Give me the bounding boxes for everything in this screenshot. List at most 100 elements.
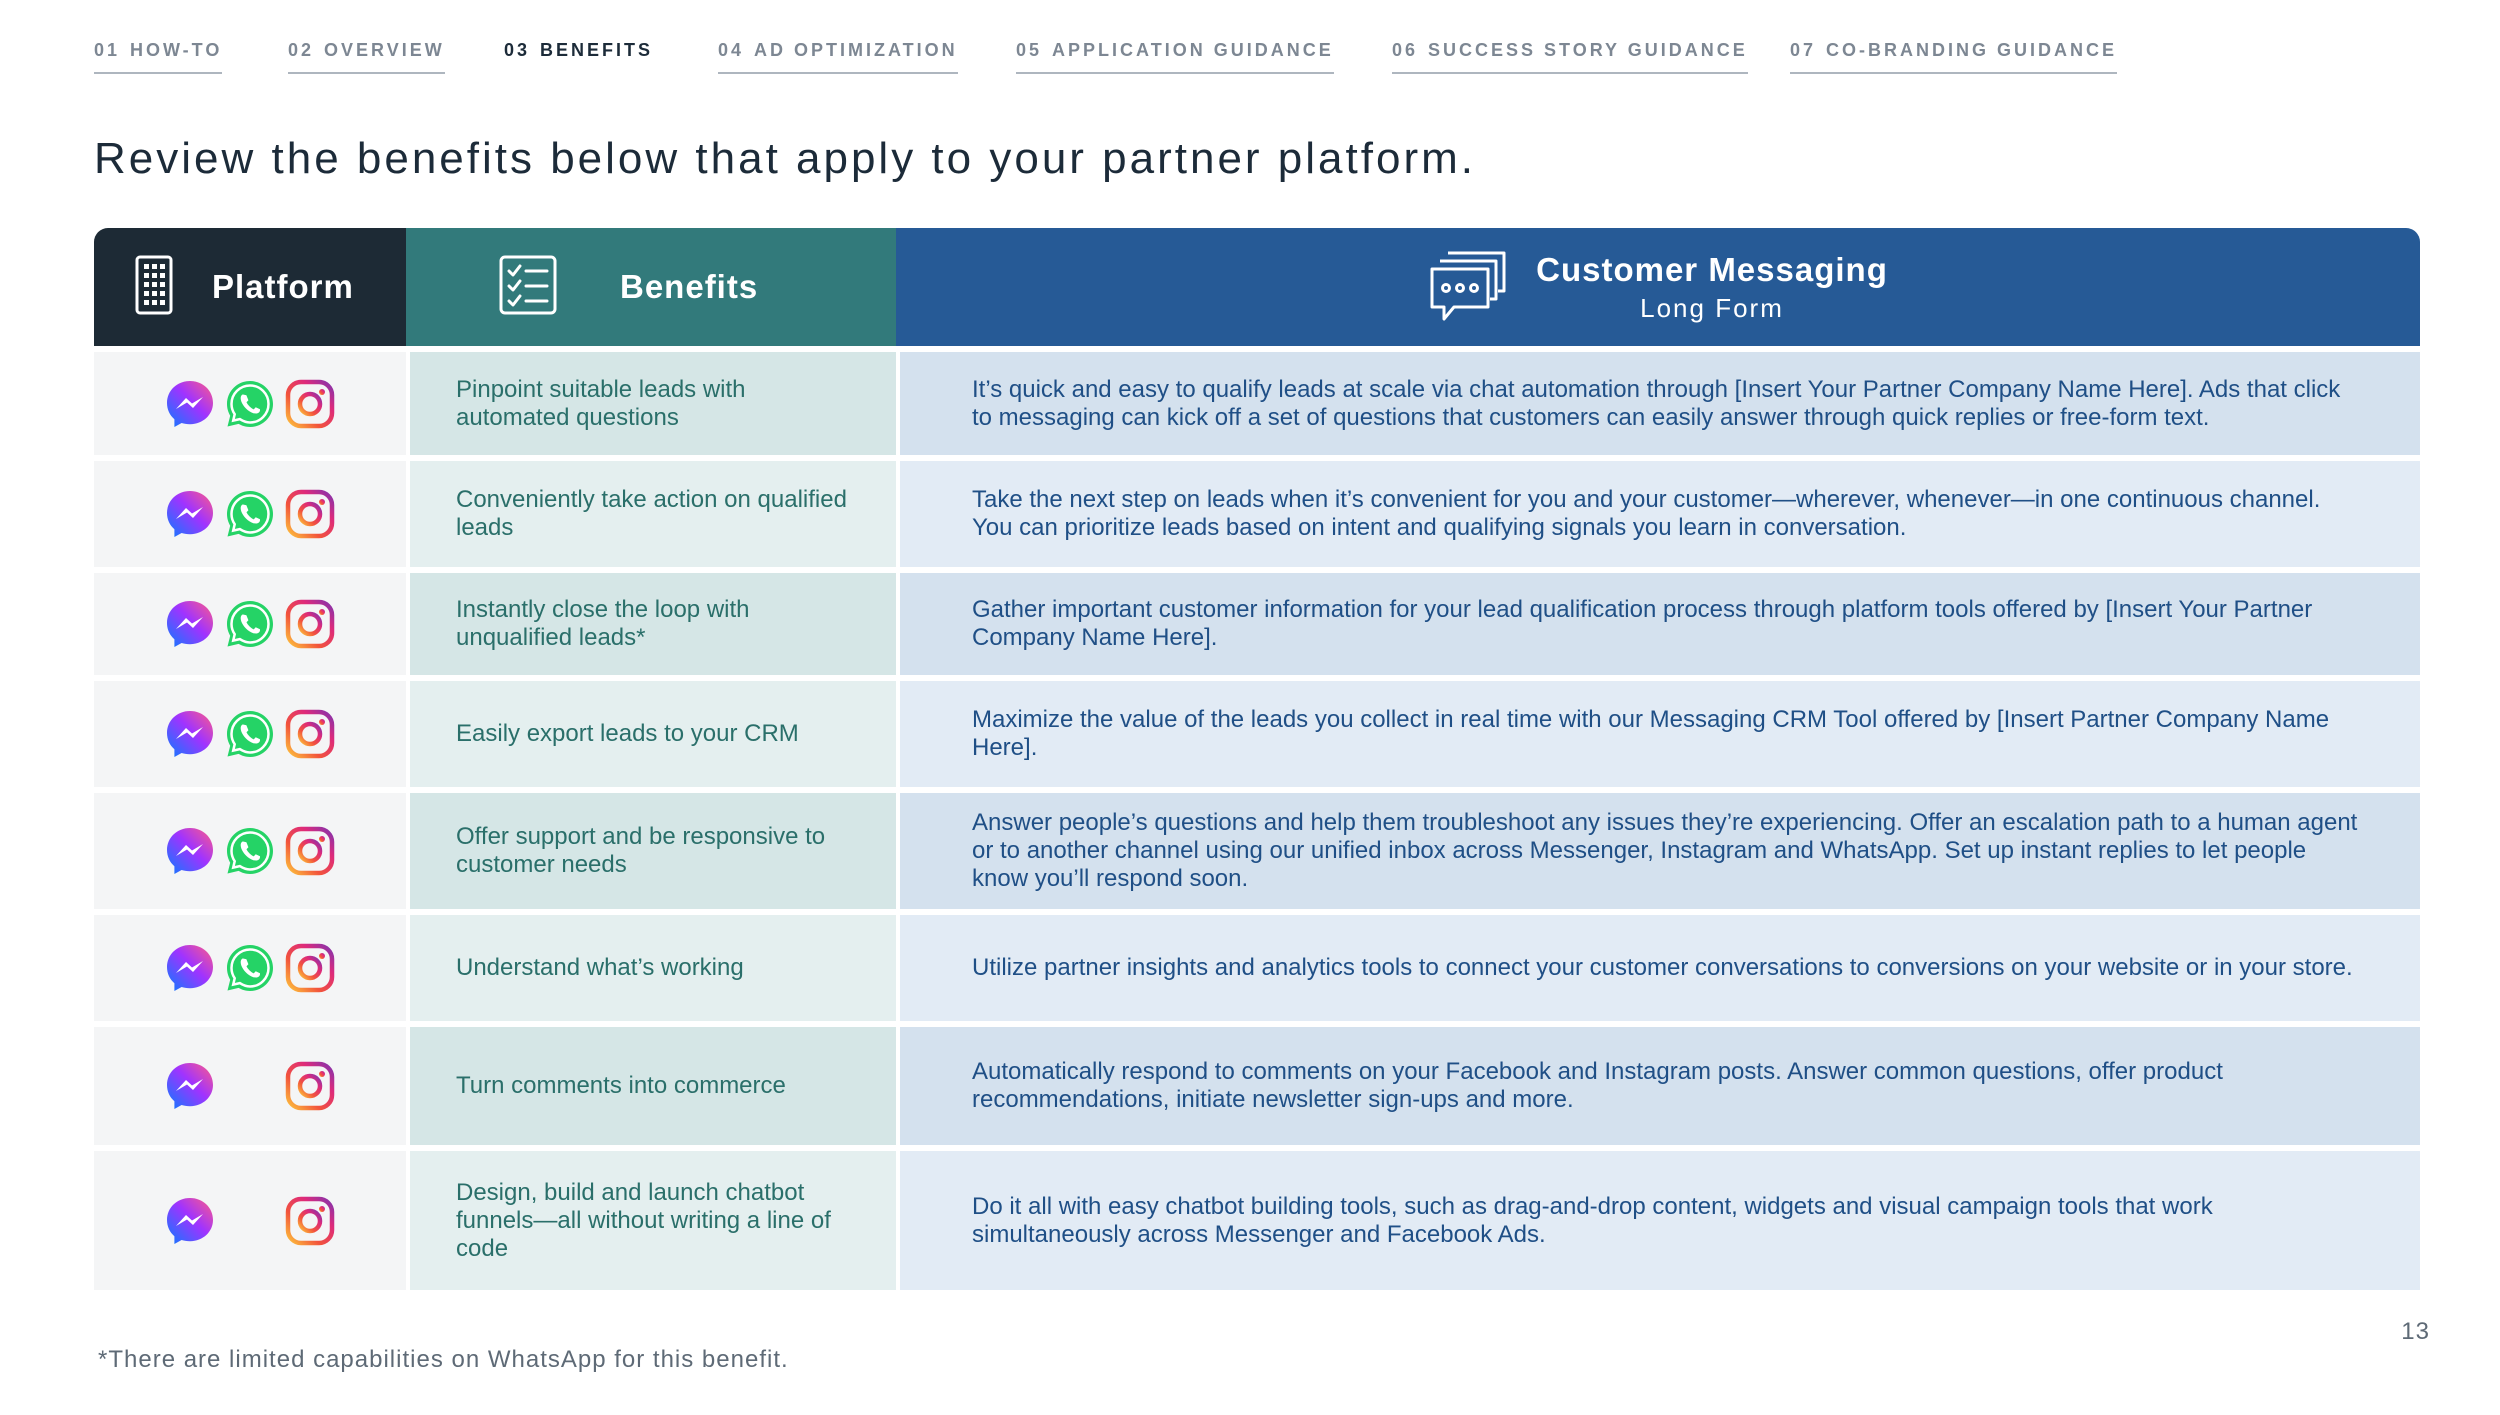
nav-label: APPLICATION GUIDANCE: [1052, 40, 1334, 60]
nav-label: CO-BRANDING GUIDANCE: [1826, 40, 2118, 60]
section-nav: 01 HOW-TO 02 OVERVIEW 03 BENEFITS 04 AD OPTI…: [94, 40, 2454, 74]
messaging-titles: Customer Messaging Long Form: [1536, 251, 1888, 324]
checklist-icon: [498, 254, 558, 321]
instagram-icon: [284, 378, 336, 430]
platform-icons: [160, 1195, 340, 1247]
platform-cell: [94, 461, 406, 567]
platform-icons: [160, 942, 340, 994]
platform-cell: [94, 681, 406, 787]
instagram-icon: [284, 708, 336, 760]
nav-item-application-guidance[interactable]: 05 APPLICATION GUIDANCE: [1016, 40, 1334, 74]
nav-number: 03: [504, 40, 531, 60]
platform-cell: [94, 573, 406, 675]
table-row: Conveniently take action on qualified le…: [94, 461, 2420, 567]
messaging-header-subtitle: Long Form: [1640, 292, 1784, 323]
instagram-icon: [284, 488, 336, 540]
whatsapp-icon: [224, 488, 276, 540]
platform-cell: [94, 915, 406, 1021]
benefit-cell: Offer support and be responsive to custo…: [406, 793, 896, 909]
nav-item-co-branding-guidance[interactable]: 07 CO-BRANDING GUIDANCE: [1790, 40, 2118, 74]
instagram-icon: [284, 825, 336, 877]
table-row: Pinpoint suitable leads with automated q…: [94, 352, 2420, 455]
whatsapp-icon: [224, 598, 276, 650]
messaging-header-title: Customer Messaging: [1536, 250, 1888, 288]
messenger-icon: [164, 378, 216, 430]
page-number: 13: [2401, 1318, 2430, 1345]
benefit-cell: Understand what’s working: [406, 915, 896, 1021]
nav-label: BENEFITS: [540, 40, 654, 60]
table-header: Platform Benefits: [94, 228, 2420, 346]
nav-label: AD OPTIMIZATION: [754, 40, 958, 60]
table-row: Offer support and be responsive to custo…: [94, 793, 2420, 909]
detail-cell: Take the next step on leads when it’s co…: [896, 461, 2420, 567]
platform-cell: [94, 352, 406, 455]
platform-column-header: Platform: [94, 228, 406, 346]
instagram-icon: [284, 942, 336, 994]
detail-cell: It’s quick and easy to qualify leads at …: [896, 352, 2420, 455]
platform-cell: [94, 1151, 406, 1290]
nav-label: HOW-TO: [130, 40, 223, 60]
detail-cell: Utilize partner insights and analytics t…: [896, 915, 2420, 1021]
platform-header-label: Platform: [212, 268, 354, 305]
detail-cell: Automatically respond to comments on you…: [896, 1027, 2420, 1145]
icon-spacer: [224, 1195, 276, 1247]
benefits-table: Platform Benefits: [94, 228, 2420, 1296]
instagram-icon: [284, 1060, 336, 1112]
building-icon: [134, 254, 174, 321]
detail-cell: Maximize the value of the leads you coll…: [896, 681, 2420, 787]
messenger-icon: [164, 708, 216, 760]
icon-spacer: [224, 1060, 276, 1112]
platform-icons: [160, 825, 340, 877]
chat-bubbles-icon: [1428, 245, 1508, 330]
nav-number: 07: [1790, 40, 1817, 60]
detail-cell: Do it all with easy chatbot building too…: [896, 1151, 2420, 1290]
platform-icons: [160, 1060, 340, 1112]
messenger-icon: [164, 488, 216, 540]
table-row: Instantly close the loop with unqualifie…: [94, 573, 2420, 675]
nav-item-how-to[interactable]: 01 HOW-TO: [94, 40, 223, 74]
benefit-cell: Conveniently take action on qualified le…: [406, 461, 896, 567]
messenger-icon: [164, 598, 216, 650]
benefits-column-header: Benefits: [406, 228, 896, 346]
messenger-icon: [164, 942, 216, 994]
whatsapp-icon: [224, 708, 276, 760]
nav-number: 04: [718, 40, 745, 60]
instagram-icon: [284, 598, 336, 650]
nav-number: 02: [288, 40, 315, 60]
customer-messaging-column-header: Customer Messaging Long Form: [896, 228, 2420, 346]
table-body: Pinpoint suitable leads with automated q…: [94, 352, 2420, 1290]
messenger-icon: [164, 1195, 216, 1247]
detail-cell: Gather important customer information fo…: [896, 573, 2420, 675]
messenger-icon: [164, 1060, 216, 1112]
benefit-cell: Easily export leads to your CRM: [406, 681, 896, 787]
nav-item-benefits[interactable]: 03 BENEFITS: [504, 40, 653, 74]
table-row: Design, build and launch chatbot funnels…: [94, 1151, 2420, 1290]
page-title: Review the benefits below that apply to …: [94, 134, 1476, 183]
nav-label: OVERVIEW: [324, 40, 445, 60]
instagram-icon: [284, 1195, 336, 1247]
nav-label: SUCCESS STORY GUIDANCE: [1428, 40, 1748, 60]
platform-cell: [94, 1027, 406, 1145]
whatsapp-icon: [224, 825, 276, 877]
nav-number: 01: [94, 40, 121, 60]
whatsapp-icon: [224, 942, 276, 994]
benefit-cell: Design, build and launch chatbot funnels…: [406, 1151, 896, 1290]
footnote: *There are limited capabilities on Whats…: [98, 1346, 789, 1373]
platform-cell: [94, 793, 406, 909]
nav-number: 05: [1016, 40, 1043, 60]
benefit-cell: Instantly close the loop with unqualifie…: [406, 573, 896, 675]
nav-item-ad-optimization[interactable]: 04 AD OPTIMIZATION: [718, 40, 958, 74]
nav-item-overview[interactable]: 02 OVERVIEW: [288, 40, 445, 74]
platform-icons: [160, 708, 340, 760]
benefit-cell: Pinpoint suitable leads with automated q…: [406, 352, 896, 455]
detail-cell: Answer people’s questions and help them …: [896, 793, 2420, 909]
whatsapp-icon: [224, 378, 276, 430]
benefit-cell: Turn comments into commerce: [406, 1027, 896, 1145]
platform-icons: [160, 598, 340, 650]
benefits-header-label: Benefits: [620, 268, 759, 305]
platform-icons: [160, 488, 340, 540]
